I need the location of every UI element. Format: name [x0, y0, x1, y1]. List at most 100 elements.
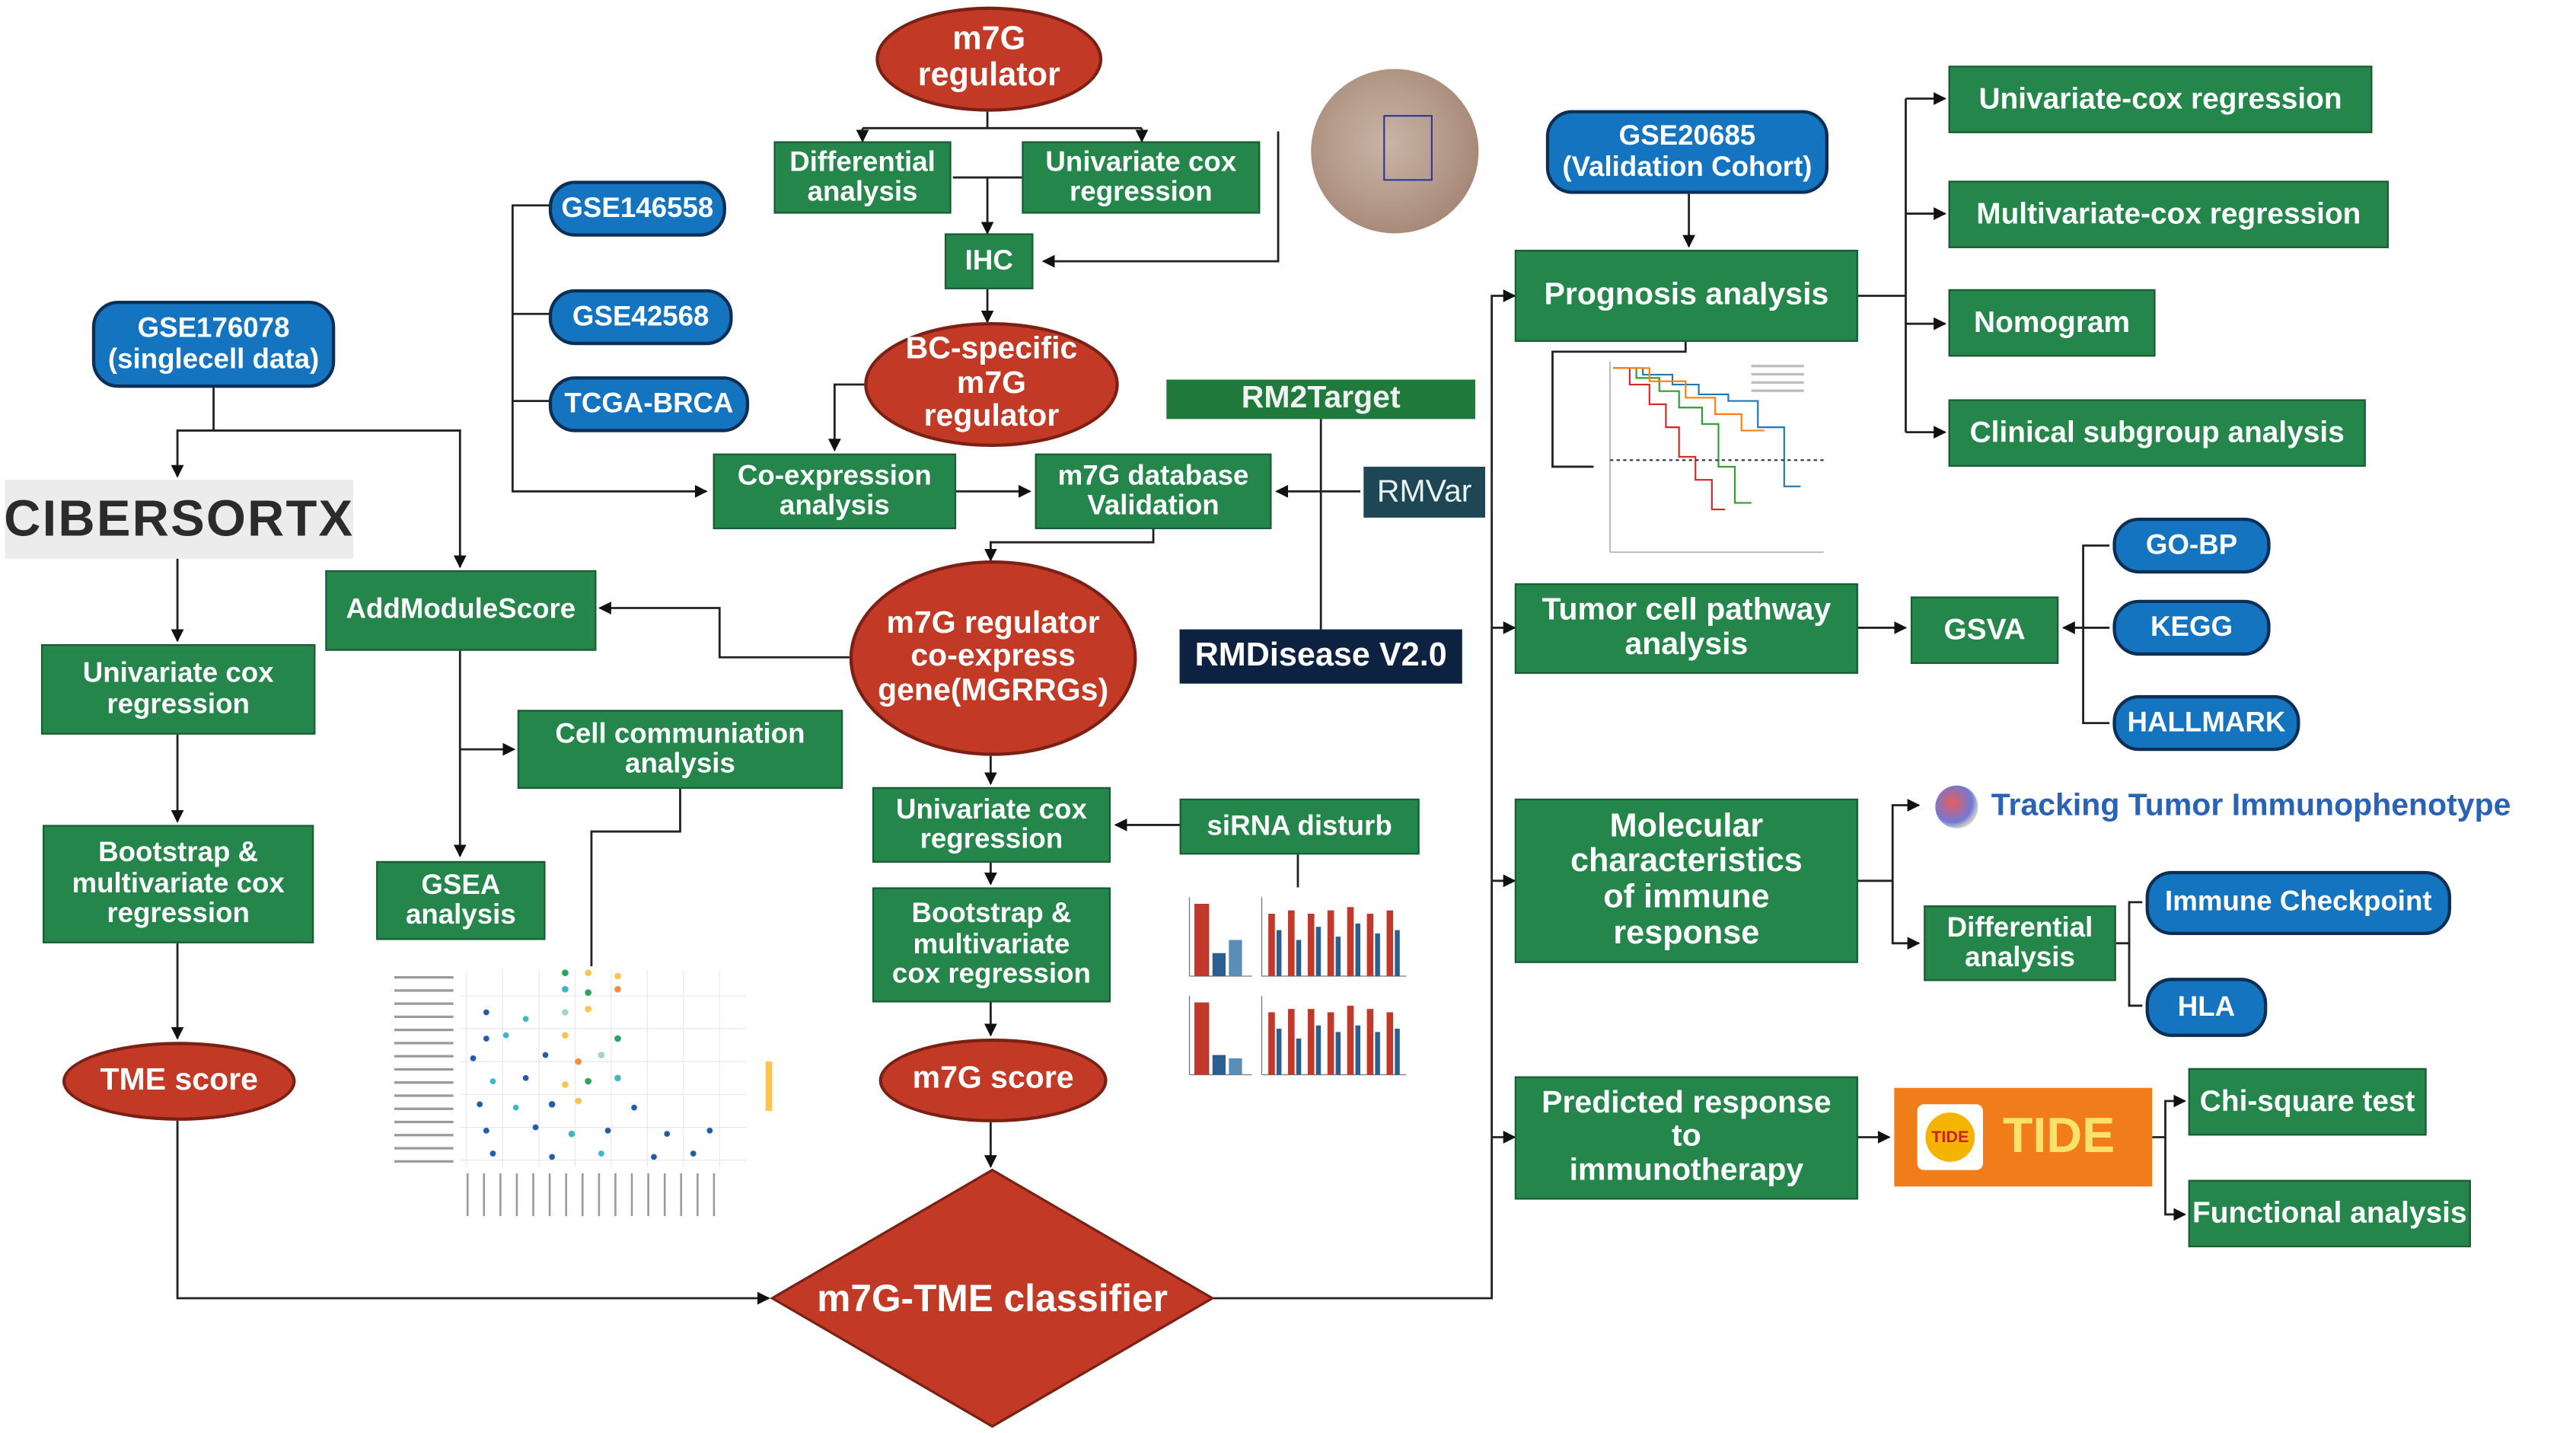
hallmark-label: HALLMARK	[2127, 706, 2286, 738]
classifier-label: m7G-TME classifier	[817, 1275, 1168, 1319]
m7g-score-label: m7G score	[912, 1061, 1074, 1097]
go-bp-label: GO-BP	[2145, 528, 2238, 560]
kegg-label: KEGG	[2150, 611, 2233, 643]
univariate-cox-top-node: Univariate cox regression	[1022, 141, 1261, 214]
gse20685-label: GSE20685 (Validation Cohort)	[1562, 120, 1812, 182]
tcga-brca-node: TCGA-BRCA	[548, 376, 750, 432]
classifier-diamond	[770, 1168, 1215, 1428]
predicted-response-node: Predicted response to immunotherapy	[1514, 1076, 1858, 1200]
rmdisease-logo: RMDisease V2.0	[1179, 629, 1462, 684]
go-bp-node: GO-BP	[2112, 517, 2271, 574]
univariate-cox-mid-label: Univariate cox regression	[896, 793, 1087, 855]
cibersortx-text: CIBERSORTX	[4, 490, 355, 547]
coexpression-label: Co-expression analysis	[737, 459, 932, 522]
gse176078-node: GSE176078 (singlecell data)	[91, 300, 336, 388]
tide-text: TIDE	[2002, 1109, 2115, 1164]
gsea-label: GSEA analysis	[405, 868, 516, 930]
hla-label: HLA	[2177, 990, 2236, 1022]
gse42568-node: GSE42568	[548, 289, 733, 346]
tracking-globe-icon	[1935, 785, 1978, 828]
predicted-response-label: Predicted response to immunotherapy	[1541, 1085, 1832, 1188]
chi-square-node: Chi-square test	[2188, 1068, 2427, 1136]
differential-analysis-top-node: Differential analysis	[773, 141, 952, 214]
m7g-regulator-label: m7G regulator	[917, 21, 1060, 94]
molecular-immune-label: Molecular characteristics of immune resp…	[1570, 808, 1803, 951]
functional-analysis-node: Functional analysis	[2188, 1179, 2471, 1248]
bootstrap-mid-label: Bootstrap & multivariate cox regression	[891, 898, 1091, 990]
addmodulescore-node: AddModuleScore	[325, 570, 597, 651]
rm2target-text: RM2Target	[1241, 381, 1401, 416]
univariate-cox-top-label: Univariate cox regression	[1045, 145, 1237, 207]
univariate-cox-right-label: Univariate-cox regression	[1978, 81, 2342, 115]
univariate-cox-mid-node: Univariate cox regression	[872, 787, 1111, 863]
km-survival-plot	[1609, 361, 1824, 553]
ihc-node: IHC	[944, 233, 1034, 289]
univariate-cox-right-node: Univariate-cox regression	[1948, 65, 2373, 133]
tme-score-node: TME score	[62, 1042, 296, 1121]
differential-right-node: Differential analysis	[1924, 905, 2116, 981]
univariate-cox-left-label: Univariate cox regression	[82, 657, 274, 720]
differential-right-label: Differential analysis	[1946, 911, 2093, 973]
coexpression-node: Co-expression analysis	[713, 453, 957, 529]
db-validation-label: m7G database Validation	[1057, 459, 1249, 522]
chi-square-label: Chi-square test	[2199, 1084, 2415, 1118]
clinical-subgroup-label: Clinical subgroup analysis	[1969, 415, 2345, 448]
tide-badge-icon: TIDE	[1917, 1104, 1983, 1170]
bootstrap-mid-node: Bootstrap & multivariate cox regression	[872, 887, 1111, 1003]
prognosis-node: Prognosis analysis	[1514, 250, 1858, 342]
gse146558-label: GSE146558	[561, 192, 714, 224]
mgrrgs-label: m7G regulator co-express gene(MGRRGs)	[878, 605, 1109, 708]
functional-analysis-label: Functional analysis	[2192, 1195, 2467, 1229]
tumor-pathway-label: Tumor cell pathway analysis	[1541, 593, 1832, 662]
multivariate-cox-right-node: Multivariate-cox regression	[1948, 180, 2389, 248]
gsea-node: GSEA analysis	[376, 860, 546, 940]
rmvar-logo: RMVar	[1363, 466, 1486, 518]
molecular-immune-node: Molecular characteristics of immune resp…	[1514, 798, 1858, 963]
gse42568-label: GSE42568	[572, 300, 709, 332]
tme-score-label: TME score	[100, 1062, 258, 1098]
cell-communication-label: Cell communiation analysis	[555, 717, 805, 779]
hla-node: HLA	[2145, 978, 2268, 1037]
prognosis-label: Prognosis analysis	[1544, 277, 1829, 312]
cibersortx-logo: CIBERSORTX	[4, 480, 355, 559]
dotplot-colorbar	[765, 1061, 773, 1111]
immune-checkpoint-label: Immune Checkpoint	[2165, 886, 2432, 918]
bootstrap-left-node: Bootstrap & multivariate cox regression	[43, 825, 314, 943]
tracking-text: Tracking Tumor Immunophenotype	[1991, 788, 2511, 824]
rmvar-text: RMVar	[1376, 474, 1472, 509]
cell-communication-node: Cell communiation analysis	[517, 710, 843, 789]
univariate-cox-left-node: Univariate cox regression	[40, 644, 316, 735]
tracking-logo: Tracking Tumor Immunophenotype	[1925, 775, 2573, 838]
addmodulescore-label: AddModuleScore	[346, 593, 576, 625]
gse176078-label: GSE176078 (singlecell data)	[107, 312, 320, 374]
bc-specific-regulator-node: BC-specific m7G regulator	[864, 322, 1119, 448]
kegg-node: KEGG	[2112, 599, 2271, 656]
ihc-zoom-box	[1383, 115, 1433, 181]
rmdisease-text: RMDisease V2.0	[1194, 637, 1447, 674]
tcga-brca-label: TCGA-BRCA	[564, 387, 734, 419]
rm2target-logo: RM2Target	[1166, 379, 1476, 420]
mgrrgs-node: m7G regulator co-express gene(MGRRGs)	[849, 560, 1137, 756]
gsva-node: GSVA	[1910, 596, 2059, 664]
cell-communication-dotplot	[394, 969, 773, 1217]
tide-logo: TIDE TIDE	[1894, 1087, 2153, 1187]
immune-checkpoint-node: Immune Checkpoint	[2145, 870, 2452, 936]
bc-specific-regulator-label: BC-specific m7G regulator	[905, 332, 1078, 435]
multivariate-cox-right-label: Multivariate-cox regression	[1976, 196, 2361, 230]
ihc-tissue-image	[1311, 69, 1479, 234]
bootstrap-left-label: Bootstrap & multivariate cox regression	[72, 837, 285, 929]
m7g-regulator-node: m7G regulator	[875, 6, 1103, 112]
gsva-label: GSVA	[1943, 612, 2026, 646]
sirna-bar-charts	[1188, 897, 1407, 1076]
sirna-node: siRNA disturb	[1179, 798, 1420, 855]
sirna-label: siRNA disturb	[1207, 809, 1392, 841]
hallmark-node: HALLMARK	[2112, 694, 2300, 752]
ihc-label: IHC	[964, 244, 1013, 276]
db-validation-node: m7G database Validation	[1035, 453, 1272, 529]
nomogram-node: Nomogram	[1948, 289, 2156, 357]
tumor-pathway-node: Tumor cell pathway analysis	[1514, 583, 1858, 674]
m7g-score-node: m7G score	[878, 1038, 1108, 1123]
gse146558-node: GSE146558	[548, 180, 726, 237]
